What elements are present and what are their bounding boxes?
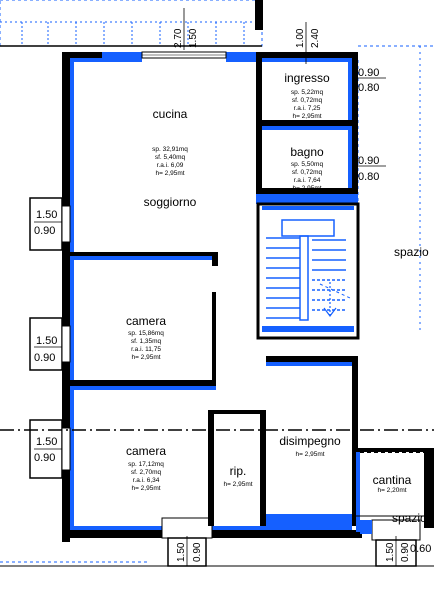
room-ingresso: ingresso sp. 5,22mq sf. 0,72mq r.a.i. 7,… xyxy=(284,71,330,120)
dim-value: 1.50 xyxy=(36,209,57,221)
room-soggiorno-name: soggiorno xyxy=(144,195,197,209)
dim-value: 1.00 xyxy=(295,28,306,48)
room-rai: r.a.i. 11,75 xyxy=(131,346,161,353)
room-name: ingresso xyxy=(284,71,330,85)
room-window-area: sf. 5,40mq xyxy=(155,154,186,161)
room-cantina: cantina h= 2,20mt xyxy=(373,473,412,494)
room-window-area: sf. 1,35mq xyxy=(131,338,162,345)
room-spazio-bottom: spazio xyxy=(392,511,427,525)
room-bagno: bagno sp. 5,50mq sf. 0,72mq r.a.i. 7,64 … xyxy=(290,145,324,192)
room-name: disimpegno xyxy=(279,434,341,448)
dim-value: 1.50 xyxy=(176,542,187,562)
room-camera-1: camera sp. 15,86mq sf. 1,35mq r.a.i. 11,… xyxy=(126,314,166,361)
room-rai: r.a.i. 7,25 xyxy=(294,105,321,112)
room-rai: r.a.i. 6,34 xyxy=(133,477,160,484)
dim-value: 0.90 xyxy=(192,542,203,562)
dim-bagno-window: 0.90 0.80 xyxy=(356,155,386,183)
dim-bottom-window-2: 1.50 0.90 0.60 xyxy=(385,536,431,566)
dim-value: 0.90 xyxy=(34,352,55,364)
dim-value: 0.90 xyxy=(34,225,55,237)
top-neighbour-strip xyxy=(0,0,263,47)
room-window-area: sf. 2,70mq xyxy=(131,469,162,476)
room-height: h= 2,95mt xyxy=(295,451,324,458)
room-rai: r.a.i. 6,09 xyxy=(157,162,184,169)
room-height: h= 2,95mt xyxy=(292,113,321,120)
room-height: h= 2,95mt xyxy=(223,481,252,488)
dim-value: 0.90 xyxy=(358,67,379,79)
room-area: sp. 5,50mq xyxy=(291,161,324,168)
room-name: rip. xyxy=(230,464,247,478)
dim-value: 1.50 xyxy=(188,28,199,48)
dim-value: 0.60 xyxy=(410,543,431,555)
dim-bottom-window-1: 1.50 0.90 xyxy=(176,536,203,566)
dim-top-right: 1.00 2.40 xyxy=(295,22,321,64)
room-height: h= 2,95mt xyxy=(131,354,160,361)
dim-left-window-2: 1.50 0.90 xyxy=(34,335,62,364)
dim-value: 0.80 xyxy=(358,82,379,94)
room-rai: r.a.i. 7,64 xyxy=(294,177,321,184)
room-name: camera xyxy=(126,314,166,328)
dim-left-window-1: 1.50 0.90 xyxy=(34,209,62,237)
room-height: h= 2,95mt xyxy=(292,185,321,192)
room-window-area: sf. 0,72mq xyxy=(292,97,323,104)
cantina-outline xyxy=(356,448,434,534)
interior-partitions xyxy=(70,52,358,526)
room-height: h= 2,95mt xyxy=(131,485,160,492)
dim-top-left: 2.70 1.50 xyxy=(173,8,199,50)
dim-value: 0.80 xyxy=(358,171,379,183)
room-name: cantina xyxy=(373,473,412,487)
dim-value: 1.50 xyxy=(36,335,57,347)
staircase xyxy=(256,202,360,340)
room-window-area: sf. 0,72mq xyxy=(292,169,323,176)
room-area: sp. 17,12mq xyxy=(128,461,164,468)
room-height: h= 2,20mt xyxy=(377,487,406,494)
room-disimpegno: disimpegno h= 2,95mt xyxy=(279,434,341,458)
room-area: sp. 5,22mq xyxy=(291,89,324,96)
dim-value: 0.90 xyxy=(400,542,411,562)
dim-value: 0.90 xyxy=(358,155,379,167)
room-name: cucina xyxy=(153,107,188,121)
room-area: sp. 15,86mq xyxy=(128,330,164,337)
dim-value: 1.50 xyxy=(36,436,57,448)
dim-ingresso-window: 0.90 0.80 xyxy=(356,67,386,94)
dim-left-window-3: 1.50 0.90 xyxy=(34,436,62,464)
room-area: sp. 32,91mq xyxy=(152,146,188,153)
room-cucina: cucina sp. 32,91mq sf. 5,40mq r.a.i. 6,0… xyxy=(152,107,188,177)
room-spazio-right: spazio xyxy=(394,245,429,259)
dim-value: 1.50 xyxy=(385,542,396,562)
room-rip: rip. h= 2,95mt xyxy=(223,464,252,488)
room-camera-2: camera sp. 17,12mq sf. 2,70mq r.a.i. 6,3… xyxy=(126,444,166,492)
room-height: h= 2,95mt xyxy=(155,170,184,177)
dim-value: 2.40 xyxy=(310,28,321,48)
dim-value: 0.90 xyxy=(34,452,55,464)
room-name: camera xyxy=(126,444,166,458)
room-name: bagno xyxy=(290,145,324,159)
dim-value: 2.70 xyxy=(173,28,184,48)
